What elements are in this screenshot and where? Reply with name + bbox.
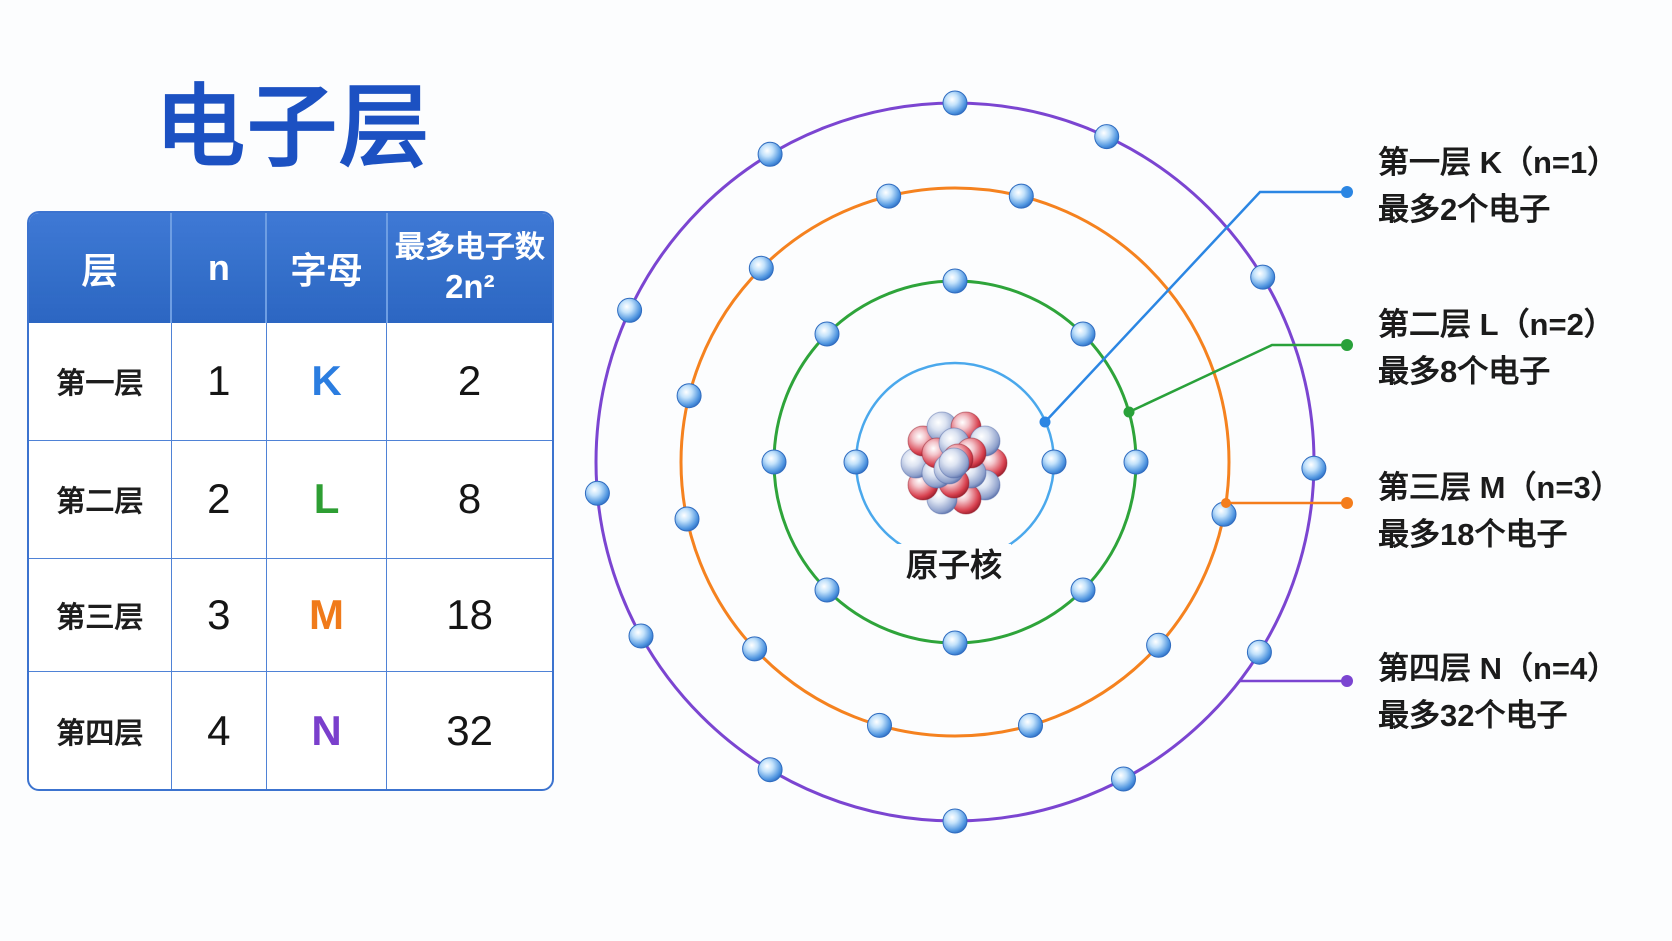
table-header-row: 层 n 字母 最多电子数 2n² xyxy=(29,213,552,323)
electron-n xyxy=(942,808,968,834)
electron-m xyxy=(676,383,702,409)
cell-n: 2 xyxy=(171,439,267,559)
callout-capacity: 最多32个电子 xyxy=(1378,698,1568,733)
callout-end-n xyxy=(1341,675,1353,687)
page-title: 电子层 xyxy=(155,75,431,180)
shell-table-grid: 层 n 字母 最多电子数 2n² 第一层 1 K 2 第二层 2 L 8 xyxy=(29,213,552,789)
electron-l xyxy=(761,449,787,475)
electron-m xyxy=(867,712,892,738)
electron-m xyxy=(742,636,768,662)
header-max-electrons: 最多电子数 2n² xyxy=(386,213,552,323)
electron-l xyxy=(942,630,968,656)
cell-letter: M xyxy=(266,557,388,672)
electron-m xyxy=(876,183,902,209)
callout-capacity: 最多8个电子 xyxy=(1378,354,1551,389)
callout-l-shell: 第二层 L（n=2） 最多8个电子 xyxy=(1378,301,1615,395)
callout-capacity: 最多2个电子 xyxy=(1378,192,1551,227)
callout-lines xyxy=(1044,190,1347,683)
callout-k-shell: 第一层 K（n=1） 最多2个电子 xyxy=(1378,139,1618,233)
cell-max-electrons: 32 xyxy=(386,671,552,789)
electron-l xyxy=(814,321,840,347)
cell-n: 3 xyxy=(171,557,267,672)
electron-l xyxy=(1070,321,1096,347)
callout-end-l xyxy=(1341,339,1353,351)
callout-title: 第一层 K（n=1） xyxy=(1378,145,1619,180)
electrons xyxy=(584,90,1327,834)
electron-m xyxy=(748,255,774,281)
cell-max-electrons: 18 xyxy=(386,557,552,672)
cell-max-electrons: 8 xyxy=(386,439,552,559)
electron-k xyxy=(843,449,869,475)
cell-max-electrons: 2 xyxy=(457,357,482,405)
table-row: 第四层 4 N 32 xyxy=(29,671,552,789)
electron-l xyxy=(1123,449,1149,475)
electron-l xyxy=(1070,577,1096,603)
callout-line-l xyxy=(1128,343,1347,414)
callout-m-shell: 第三层 M（n=3） 最多18个电子 xyxy=(1378,464,1622,558)
callout-n-shell: 第四层 N（n=4） 最多32个电子 xyxy=(1378,645,1618,739)
callout-line-k xyxy=(1044,190,1347,423)
cell-layer: 第一层 xyxy=(29,323,172,441)
header-formula: 2n² xyxy=(445,268,495,305)
electron-shell-table: 层 n 字母 最多电子数 2n² 第一层 1 K 2 第二层 2 L 8 xyxy=(27,211,554,791)
table-row: 第一层 1 K 2 xyxy=(29,323,552,441)
neutron xyxy=(938,447,970,479)
electron-n xyxy=(1250,264,1276,290)
shell-ring-m xyxy=(679,186,1231,738)
callout-title: 第二层 L（n=2） xyxy=(1378,307,1615,342)
header-max-label: 最多电子数 xyxy=(394,231,545,264)
callout-dots xyxy=(1039,186,1353,687)
electron-l xyxy=(942,268,968,294)
cell-n: 1 xyxy=(171,323,267,441)
electron-m xyxy=(1008,183,1034,209)
cell-layer: 第三层 xyxy=(29,557,172,672)
header-letter: 字母 xyxy=(266,213,388,323)
electron-n xyxy=(1111,766,1136,792)
table-row: 第二层 2 L 8 xyxy=(29,439,552,559)
callout-anchor-k xyxy=(1039,416,1051,428)
cell-letter: N xyxy=(266,671,388,789)
callout-capacity: 最多18个电子 xyxy=(1378,517,1568,552)
electron-m xyxy=(674,506,700,532)
electron-n xyxy=(942,90,968,116)
electron-n xyxy=(584,480,610,506)
callout-title: 第四层 N（n=4） xyxy=(1378,651,1619,686)
cell-letter: L xyxy=(266,439,388,559)
electron-m xyxy=(1146,632,1172,658)
callout-anchor-m xyxy=(1221,498,1231,508)
callout-anchor-l xyxy=(1123,406,1135,418)
nucleus-label: 原子核 xyxy=(897,544,1011,586)
electron-n xyxy=(757,141,783,167)
electron-n xyxy=(1094,124,1120,150)
callout-end-k xyxy=(1341,186,1353,198)
header-layer: 层 xyxy=(29,213,173,323)
cell-letter: K xyxy=(266,323,388,441)
cell-layer: 第二层 xyxy=(29,439,172,559)
cell-n: 4 xyxy=(171,671,267,789)
electron-n xyxy=(617,297,643,323)
callout-title: 第三层 M（n=3） xyxy=(1378,470,1622,505)
table-row: 第三层 3 M 18 xyxy=(29,557,552,672)
nucleus xyxy=(900,411,1008,515)
electron-k xyxy=(1041,449,1067,475)
electron-l xyxy=(814,577,840,603)
electron-m xyxy=(1018,712,1043,738)
electron-n xyxy=(628,623,654,649)
callout-end-m xyxy=(1341,497,1353,509)
electron-n xyxy=(757,757,783,783)
header-n: n xyxy=(171,213,268,323)
electron-n xyxy=(1246,639,1272,665)
electron-n xyxy=(1301,455,1327,481)
cell-layer: 第四层 xyxy=(29,671,172,789)
